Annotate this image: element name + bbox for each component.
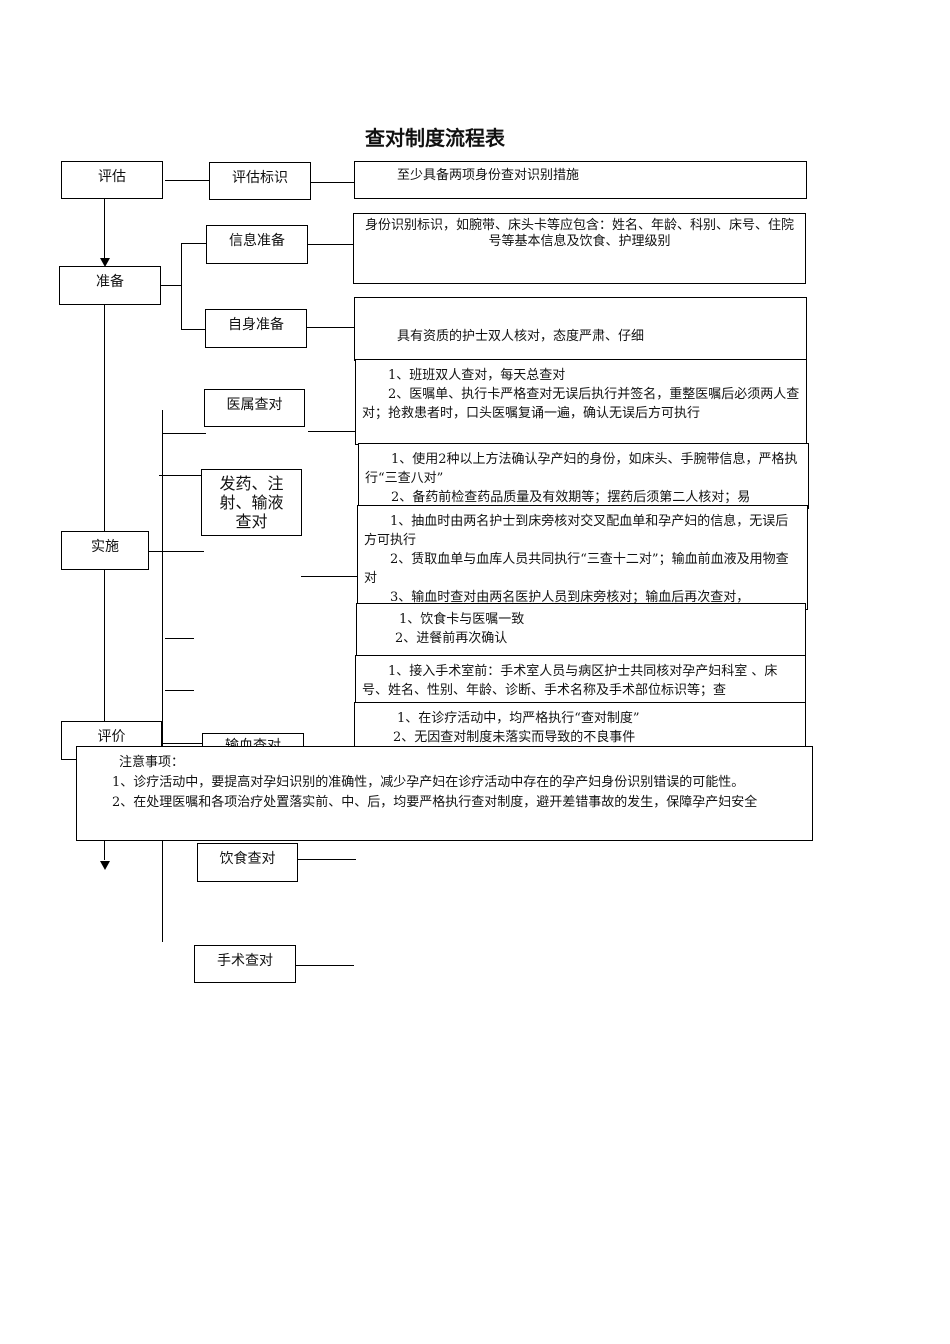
notes-item: 2、在处理医嘱和各项治疗处置落实前、中、后，均要严格执行查对制度，避开差错事故的… [112, 795, 758, 810]
stage-implement-label: 实施 [91, 539, 119, 555]
stage-prepare: 准备 [59, 266, 161, 305]
detail-blood-item: 2、赁取血单与血库人员共同执行“三查十二对”；输血前血液及用物查对 [364, 552, 789, 586]
connector [308, 431, 355, 432]
step-diet-check: 饮食查对 [197, 843, 298, 882]
connector [165, 638, 194, 639]
connector [181, 243, 182, 329]
connector [162, 743, 202, 744]
connector [301, 576, 358, 577]
stage-assess-label: 评估 [98, 169, 126, 185]
detail-med-item: 1、使用2种以上方法确认孕产妇的身份，如床头、手腕带信息，严格执行“三查八对” [365, 452, 798, 486]
step-self-prep-label: 自身准备 [228, 317, 284, 333]
stage-evaluate-label: 评价 [97, 729, 126, 745]
page-title: 查对制度流程表 [365, 126, 505, 150]
notes-item: 1、诊疗活动中，要提高对孕妇识别的准确性，减少孕产妇在诊疗活动中存在的孕产妇身份… [112, 775, 745, 790]
step-info-prep-label: 信息准备 [229, 233, 285, 249]
detail-order-check: 1、班班双人查对，每天总查对 2、医嘱单、执行卡严格查对无误后执行并签名，重整医… [355, 359, 807, 445]
connector-assess-prepare [104, 199, 105, 259]
detail-info-prep: 身份识别标识，如腕带、床头卡等应包含：姓名、年龄、科别、床号、住院号等基本信息及… [353, 213, 806, 284]
step-med-check-label: 发药、注射、输液查对 [219, 474, 284, 531]
detail-evaluate-item: 1、在诊疗活动中，均严格执行“查对制度” [397, 711, 640, 726]
step-surgery-check: 手术查对 [194, 945, 296, 983]
connector [165, 180, 210, 181]
step-diet-check-label: 饮食查对 [219, 851, 276, 867]
connector [162, 410, 163, 942]
detail-diet-item: 1、饮食卡与医嘱一致 [399, 612, 525, 627]
detail-surgery-item: 1、接入手术室前：手术室人员与病区护士共同核对孕产妇科室 、床号、姓名、性别、年… [362, 664, 778, 698]
connector [307, 327, 354, 328]
connector [296, 965, 354, 966]
connector [181, 329, 206, 330]
stage-prepare-label: 准备 [96, 274, 124, 290]
step-self-prep: 自身准备 [205, 309, 307, 348]
stage-assess: 评估 [61, 161, 163, 199]
step-info-prep: 信息准备 [206, 225, 308, 264]
step-identify-label: 评估标识 [232, 170, 288, 186]
detail-identify-text: 至少具备两项身份查对识别措施 [397, 168, 580, 183]
stage-implement: 实施 [61, 531, 149, 570]
detail-surgery-check: 1、接入手术室前：手术室人员与病区护士共同核对孕产妇科室 、床号、姓名、性别、年… [355, 655, 806, 705]
detail-identify: 至少具备两项身份查对识别措施 [354, 161, 807, 199]
detail-diet-item: 2、进餐前再次确认 [395, 631, 508, 646]
connector [161, 285, 181, 286]
connector [165, 690, 194, 691]
step-identify: 评估标识 [209, 162, 311, 200]
detail-diet-check: 1、饮食卡与医嘱一致 2、进餐前再次确认 [356, 603, 806, 663]
detail-self-prep-text: 具有资质的护士双人核对，态度严肃、仔细 [397, 329, 645, 344]
step-surgery-check-label: 手术查对 [217, 953, 273, 969]
notes-box: 注意事项： 1、诊疗活动中，要提高对孕妇识别的准确性，减少孕产妇在诊疗活动中存在… [76, 746, 813, 841]
detail-med-item: 2、备药前检查药品质量及有效期等；摆药后须第二人核对；易 [391, 490, 751, 505]
connector [308, 244, 354, 245]
connector-main-spine [104, 305, 105, 860]
detail-blood-item: 1、抽血时由两名护士到床旁核对交叉配血单和孕产妇的信息，无误后方可执行 [364, 514, 789, 548]
connector [311, 182, 355, 183]
step-order-check-label: 医属查对 [226, 397, 283, 413]
detail-evaluate-item: 2、无因查对制度未落实而导致的不良事件 [393, 730, 636, 745]
arrow-down-icon [100, 258, 110, 267]
step-med-check: 发药、注射、输液查对 [201, 469, 302, 536]
detail-order-item: 1、班班双人查对，每天总查对 [388, 368, 566, 383]
detail-blood-item: 3、输血时查对由两名医护人员到床旁核对；输血后再次查对， [390, 590, 750, 605]
arrow-down-icon [100, 861, 110, 870]
notes-heading: 注意事项： [119, 755, 185, 770]
detail-info-prep-text: 身份识别标识，如腕带、床头卡等应包含：姓名、年龄、科别、床号、住院号等基本信息及… [364, 218, 794, 249]
detail-blood-check: 1、抽血时由两名护士到床旁核对交叉配血单和孕产妇的信息，无误后方可执行 2、赁取… [357, 505, 808, 610]
detail-evaluate: 1、在诊疗活动中，均严格执行“查对制度” 2、无因查对制度未落实而导致的不良事件 [354, 702, 806, 750]
connector [148, 551, 204, 552]
detail-self-prep: 具有资质的护士双人核对，态度严肃、仔细 [354, 297, 807, 361]
connector [181, 243, 206, 244]
step-order-check: 医属查对 [204, 389, 305, 427]
connector [162, 433, 206, 434]
detail-med-check: 1、使用2种以上方法确认孕产妇的身份，如床头、手腕带信息，严格执行“三查八对” … [358, 443, 809, 509]
connector [159, 475, 202, 476]
detail-order-item: 2、医嘱单、执行卡严格查对无误后执行并签名，重整医嘱后必须两人查对；抢救患者时，… [362, 387, 800, 421]
connector [298, 859, 356, 860]
